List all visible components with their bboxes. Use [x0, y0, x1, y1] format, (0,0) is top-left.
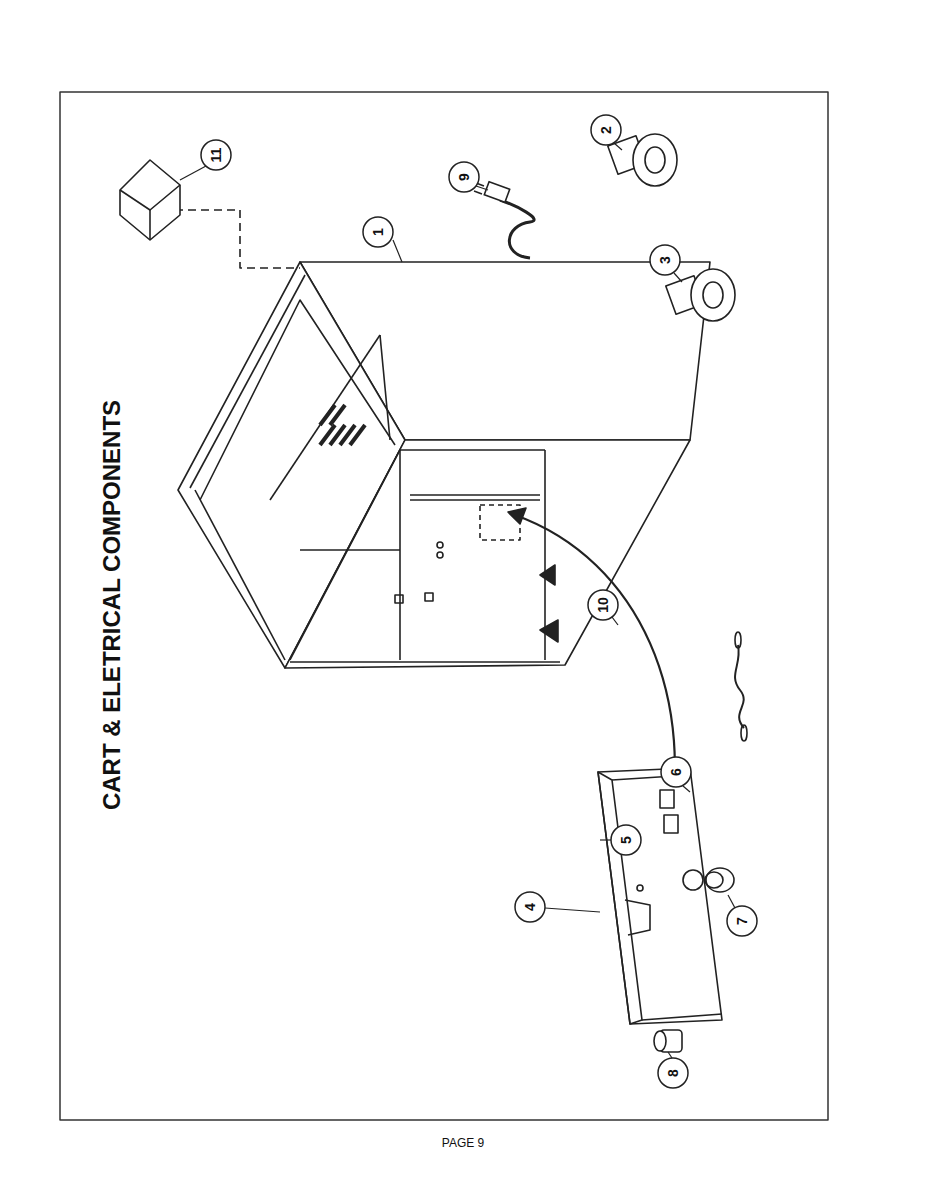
callout-holder: 7: [735, 917, 749, 925]
callout-holder: 6: [669, 768, 683, 776]
callout-holder: 10: [596, 597, 610, 613]
callout-number: 2: [598, 126, 614, 134]
callout-number: 8: [665, 1069, 681, 1077]
callout-holder: 9: [457, 173, 471, 181]
page-number: PAGE 9: [442, 1136, 484, 1150]
callout-number: 11: [208, 148, 224, 163]
callout-number: 3: [657, 256, 673, 264]
caster-part: [608, 134, 735, 321]
callout-holder: 11: [209, 148, 223, 163]
callout-holder: 2: [599, 126, 613, 134]
callout-holder: 1: [371, 228, 385, 236]
title: CART & ELETRICAL COMPONENTS: [98, 400, 125, 810]
callout-number: 7: [734, 917, 750, 925]
callout-holder: 5: [619, 836, 633, 844]
callout-number: 4: [522, 903, 538, 911]
page-frame: [60, 92, 828, 1120]
callout-holder: 3: [658, 256, 672, 264]
callout-number: 5: [618, 836, 634, 844]
callout-holder: 4: [523, 903, 537, 911]
callout-circle: [201, 115, 757, 1088]
title-box: CART & ELETRICAL COMPONENTS: [100, 400, 124, 810]
callout-number: 1: [370, 228, 386, 236]
callout-number: 10: [595, 597, 611, 613]
callout-number: 9: [456, 173, 472, 181]
box-part: [120, 160, 180, 240]
page-number-holder: PAGE 9: [442, 1137, 484, 1149]
electrical-box: [598, 768, 722, 1024]
leader-line: [180, 143, 735, 1058]
callout-holder: 8: [666, 1069, 680, 1077]
callout-number: 6: [668, 768, 684, 776]
